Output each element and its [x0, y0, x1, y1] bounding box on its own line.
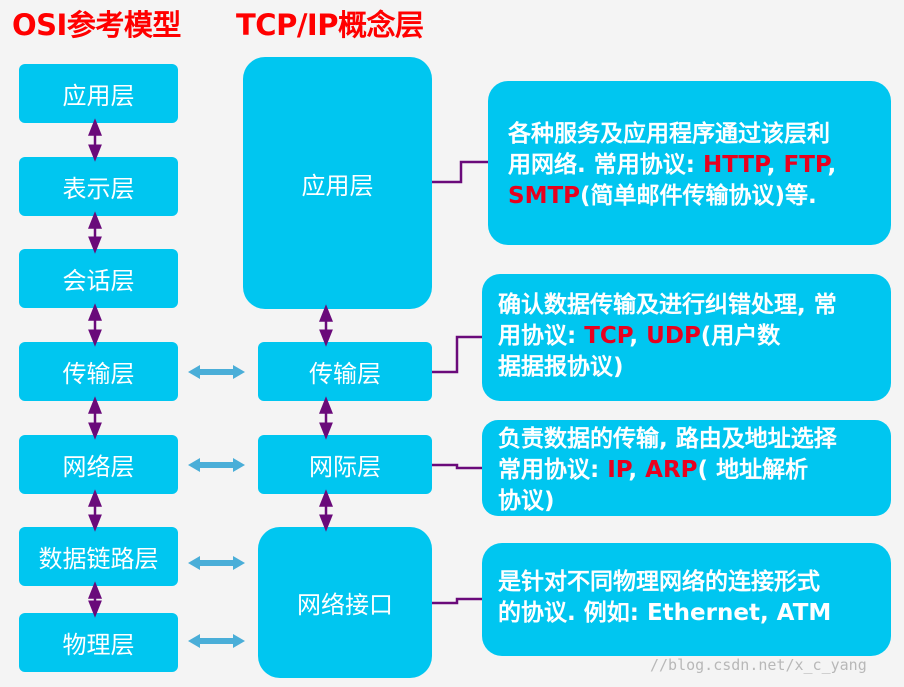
osi-network-layer: 网络层: [19, 435, 178, 494]
protocol-smtp: SMTP: [508, 183, 580, 209]
osi-presentation-layer: 表示层: [19, 157, 178, 216]
h-arrow-transport: [188, 365, 245, 379]
tcpip-transport-layer: 传输层: [258, 342, 432, 401]
osi-title: OSI参考模型: [12, 8, 181, 42]
h-arrow-physical: [188, 634, 245, 648]
tcpip-title: TCP/IP概念层: [236, 8, 424, 42]
protocol-udp: UDP: [646, 323, 701, 349]
protocol-ftp: FTP: [783, 152, 828, 178]
osi-data-link-layer: 数据链路层: [19, 527, 178, 586]
protocol-http: HTTP: [702, 152, 767, 178]
tcpip-application-layer: 应用层: [243, 57, 432, 309]
protocol-tcp: TCP: [584, 323, 630, 349]
transport-description: 确认数据传输及进行纠错处理, 常 用协议: TCP, UDP(用户数 据据报协议…: [482, 274, 891, 401]
osi-transport-layer: 传输层: [19, 342, 178, 401]
protocol-ip: IP: [607, 457, 629, 483]
connector-network-interface: [432, 597, 482, 605]
connector-application: [432, 160, 488, 184]
internet-description: 负责数据的传输, 路由及地址选择 常用协议: IP, ARP( 地址解析 协议): [482, 420, 891, 516]
h-arrow-network: [188, 458, 245, 472]
h-arrow-data-link: [188, 556, 245, 570]
connector-transport: [432, 335, 482, 374]
application-description: 各种服务及应用程序通过该层利 用网络. 常用协议: HTTP, FTP, SMT…: [488, 81, 891, 245]
tcpip-network-interface-layer: 网络接口: [258, 527, 432, 678]
osi-physical-layer: 物理层: [19, 613, 178, 672]
connector-internet: [432, 463, 482, 470]
osi-application-layer: 应用层: [19, 64, 178, 123]
network-interface-description: 是针对不同物理网络的连接形式 的协议. 例如: Ethernet, ATM: [482, 543, 891, 656]
protocol-arp: ARP: [645, 457, 698, 483]
osi-session-layer: 会话层: [19, 249, 178, 308]
watermark: //blog.csdn.net/x_c_yang: [650, 656, 867, 674]
tcpip-internet-layer: 网际层: [258, 435, 432, 494]
